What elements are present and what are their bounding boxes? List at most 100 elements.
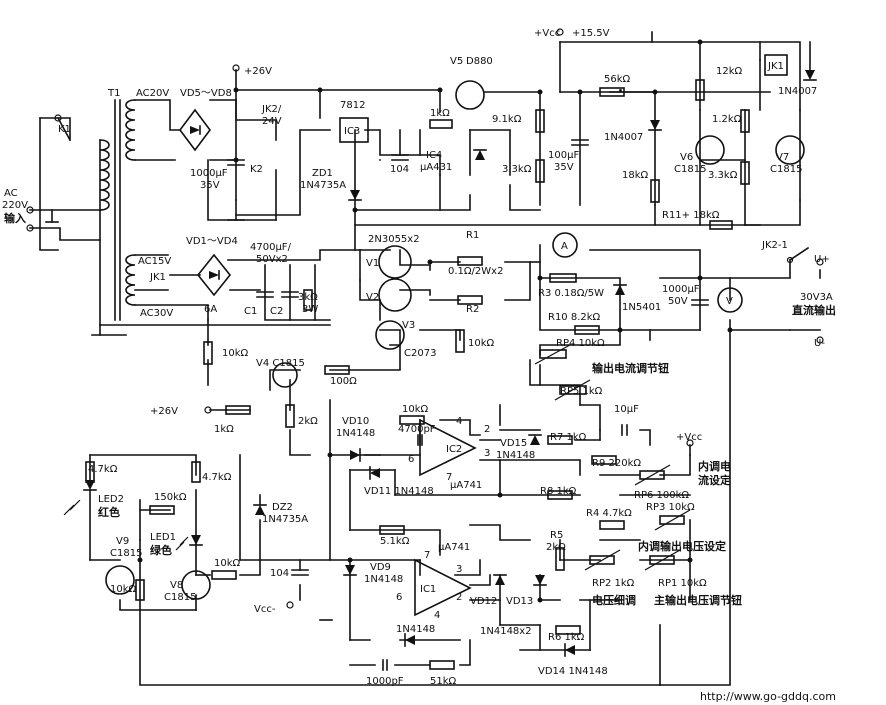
label-v3: V3 — [402, 320, 415, 331]
label-ac15v: AC15V — [138, 256, 171, 267]
label-v35b: 35V — [554, 162, 574, 173]
opamp-ic2 — [419, 418, 477, 477]
labels: +Vcc +15.5V +26V AC 220V 输入 T1 K1 AC20V … — [2, 28, 836, 703]
ac-input-terminals — [26, 206, 59, 232]
label-ic4: IC4 — [426, 150, 442, 161]
label-c1000p: 1000pF — [366, 676, 404, 687]
label-v155: +15.5V — [572, 28, 610, 39]
label-a6: 6A — [204, 304, 217, 315]
label-r5: R5 — [550, 530, 563, 541]
label-zd1-part: 1N4735A — [300, 180, 346, 191]
label-v9: V9 — [116, 536, 129, 547]
label-v5-part: D880 — [466, 56, 493, 67]
label-r91k: 9.1kΩ — [492, 114, 522, 125]
junction-dots — [137, 39, 733, 603]
label-jk2-24: JK2/ — [261, 104, 282, 115]
label-r7: R7 1kΩ — [550, 432, 587, 443]
label-v1: V1 — [366, 258, 379, 269]
label-c104: 104 — [390, 164, 409, 175]
label-vd1213: 1N4148x2 — [480, 626, 532, 637]
label-pin4: 4 — [456, 416, 462, 427]
label-c1000-50: 1000μF — [662, 284, 700, 295]
label-pin2: 2 — [484, 424, 490, 435]
label-jk2-1: JK2-1 — [761, 240, 788, 251]
label-v6: V6 — [680, 152, 693, 163]
output-terminals — [204, 28, 824, 609]
label-zd1: ZD1 — [312, 168, 333, 179]
label-vd1-vd4: VD1～VD4 — [186, 236, 238, 247]
label-v8: V8 — [170, 580, 183, 591]
label-pin2b: 2 — [456, 592, 462, 603]
label-jk1: JK1 — [149, 272, 166, 283]
label-r18k: 18kΩ — [622, 170, 649, 181]
label-v26-mid: +26V — [150, 406, 178, 417]
transformer-t1 — [99, 99, 136, 321]
label-v24: 24V — [262, 116, 282, 127]
label-ac: AC — [4, 188, 18, 199]
label-r11: R11+ 18kΩ — [662, 210, 720, 221]
label-rp5: RP5 1kΩ — [560, 386, 603, 397]
label-t1: T1 — [107, 88, 120, 99]
label-ic7812: 7812 — [340, 100, 365, 111]
label-ic2-part: μA741 — [450, 480, 482, 491]
label-r10k-c: 10kΩ — [402, 404, 429, 415]
label-vd12: VD12 — [470, 596, 497, 607]
label-voltmeter: V — [726, 296, 733, 307]
resistors — [85, 79, 750, 670]
label-ac20v: AC20V — [136, 88, 169, 99]
label-r51k-b: 51kΩ — [430, 676, 457, 687]
label-rp3: RP3 10kΩ — [646, 502, 695, 513]
label-pin6: 6 — [408, 454, 414, 465]
label-v9-part: C1815 — [110, 548, 142, 559]
watermark-url: http://www.go-gddq.com — [700, 690, 836, 703]
label-ac220v: 220V — [2, 200, 28, 211]
label-pin7b: 7 — [424, 550, 430, 561]
label-ic1-part: μA741 — [438, 542, 470, 553]
label-pin4b: 4 — [434, 610, 440, 621]
label-w3: 3W — [302, 304, 318, 315]
label-rp2-desc: 电压细调 — [592, 593, 636, 607]
label-pin7: 7 — [446, 472, 452, 483]
label-v4: V4 C1815 — [256, 358, 305, 369]
label-v8-part: C1815 — [164, 592, 196, 603]
label-v7-part: C1815 — [770, 164, 802, 175]
label-c1: C1 — [244, 306, 257, 317]
label-vd10-part: 1N4148 — [336, 428, 375, 439]
label-rp2: RP2 1kΩ — [592, 578, 635, 589]
label-vcc-top: +Vcc — [534, 28, 560, 39]
capacitors — [227, 139, 709, 671]
label-c100u: 100μF — [548, 150, 579, 161]
switch-k1 — [54, 114, 72, 142]
label-r33k-a: 3.3kΩ — [502, 164, 532, 175]
led-arrows — [63, 499, 189, 551]
label-r1: R1 — [466, 230, 479, 241]
label-r10k-e: 10kΩ — [214, 558, 241, 569]
label-rp4: RP4 10kΩ — [556, 338, 605, 349]
label-c10u: 10μF — [614, 404, 639, 415]
label-r-01: 0.1Ω/2Wx2 — [448, 266, 503, 277]
label-rp6-desc1: 内调电 — [698, 459, 731, 473]
label-r3k: 3kΩ — [298, 292, 318, 303]
label-ic4-part: μA431 — [420, 162, 452, 173]
label-v3-part: C2073 — [404, 348, 436, 359]
label-v6-part: C1815 — [674, 164, 706, 175]
bridge-vd1-vd4 — [196, 253, 232, 297]
label-d1n5401: 1N5401 — [622, 302, 661, 313]
label-ic2: IC2 — [446, 444, 462, 455]
ic-blocks — [339, 54, 788, 143]
label-ic3: IC3 — [344, 126, 360, 137]
label-r12k-b: 1.2kΩ — [712, 114, 742, 125]
label-u-plus: U+ — [814, 254, 830, 265]
meters — [552, 232, 743, 313]
label-u-minus: U- — [814, 338, 825, 349]
label-d1n4007: 1N4007 — [604, 132, 643, 143]
ground-symbols — [91, 219, 651, 621]
label-k1: K1 — [58, 124, 71, 135]
label-d1n4148-ic1: 1N4148 — [396, 624, 435, 635]
label-rp1-desc: 主输出电压调节钮 — [654, 593, 742, 607]
label-ic1: IC1 — [420, 584, 436, 595]
label-vd13: VD13 — [506, 596, 533, 607]
label-r4: R4 4.7kΩ — [586, 508, 632, 519]
label-r1k-v4: 1kΩ — [214, 424, 234, 435]
